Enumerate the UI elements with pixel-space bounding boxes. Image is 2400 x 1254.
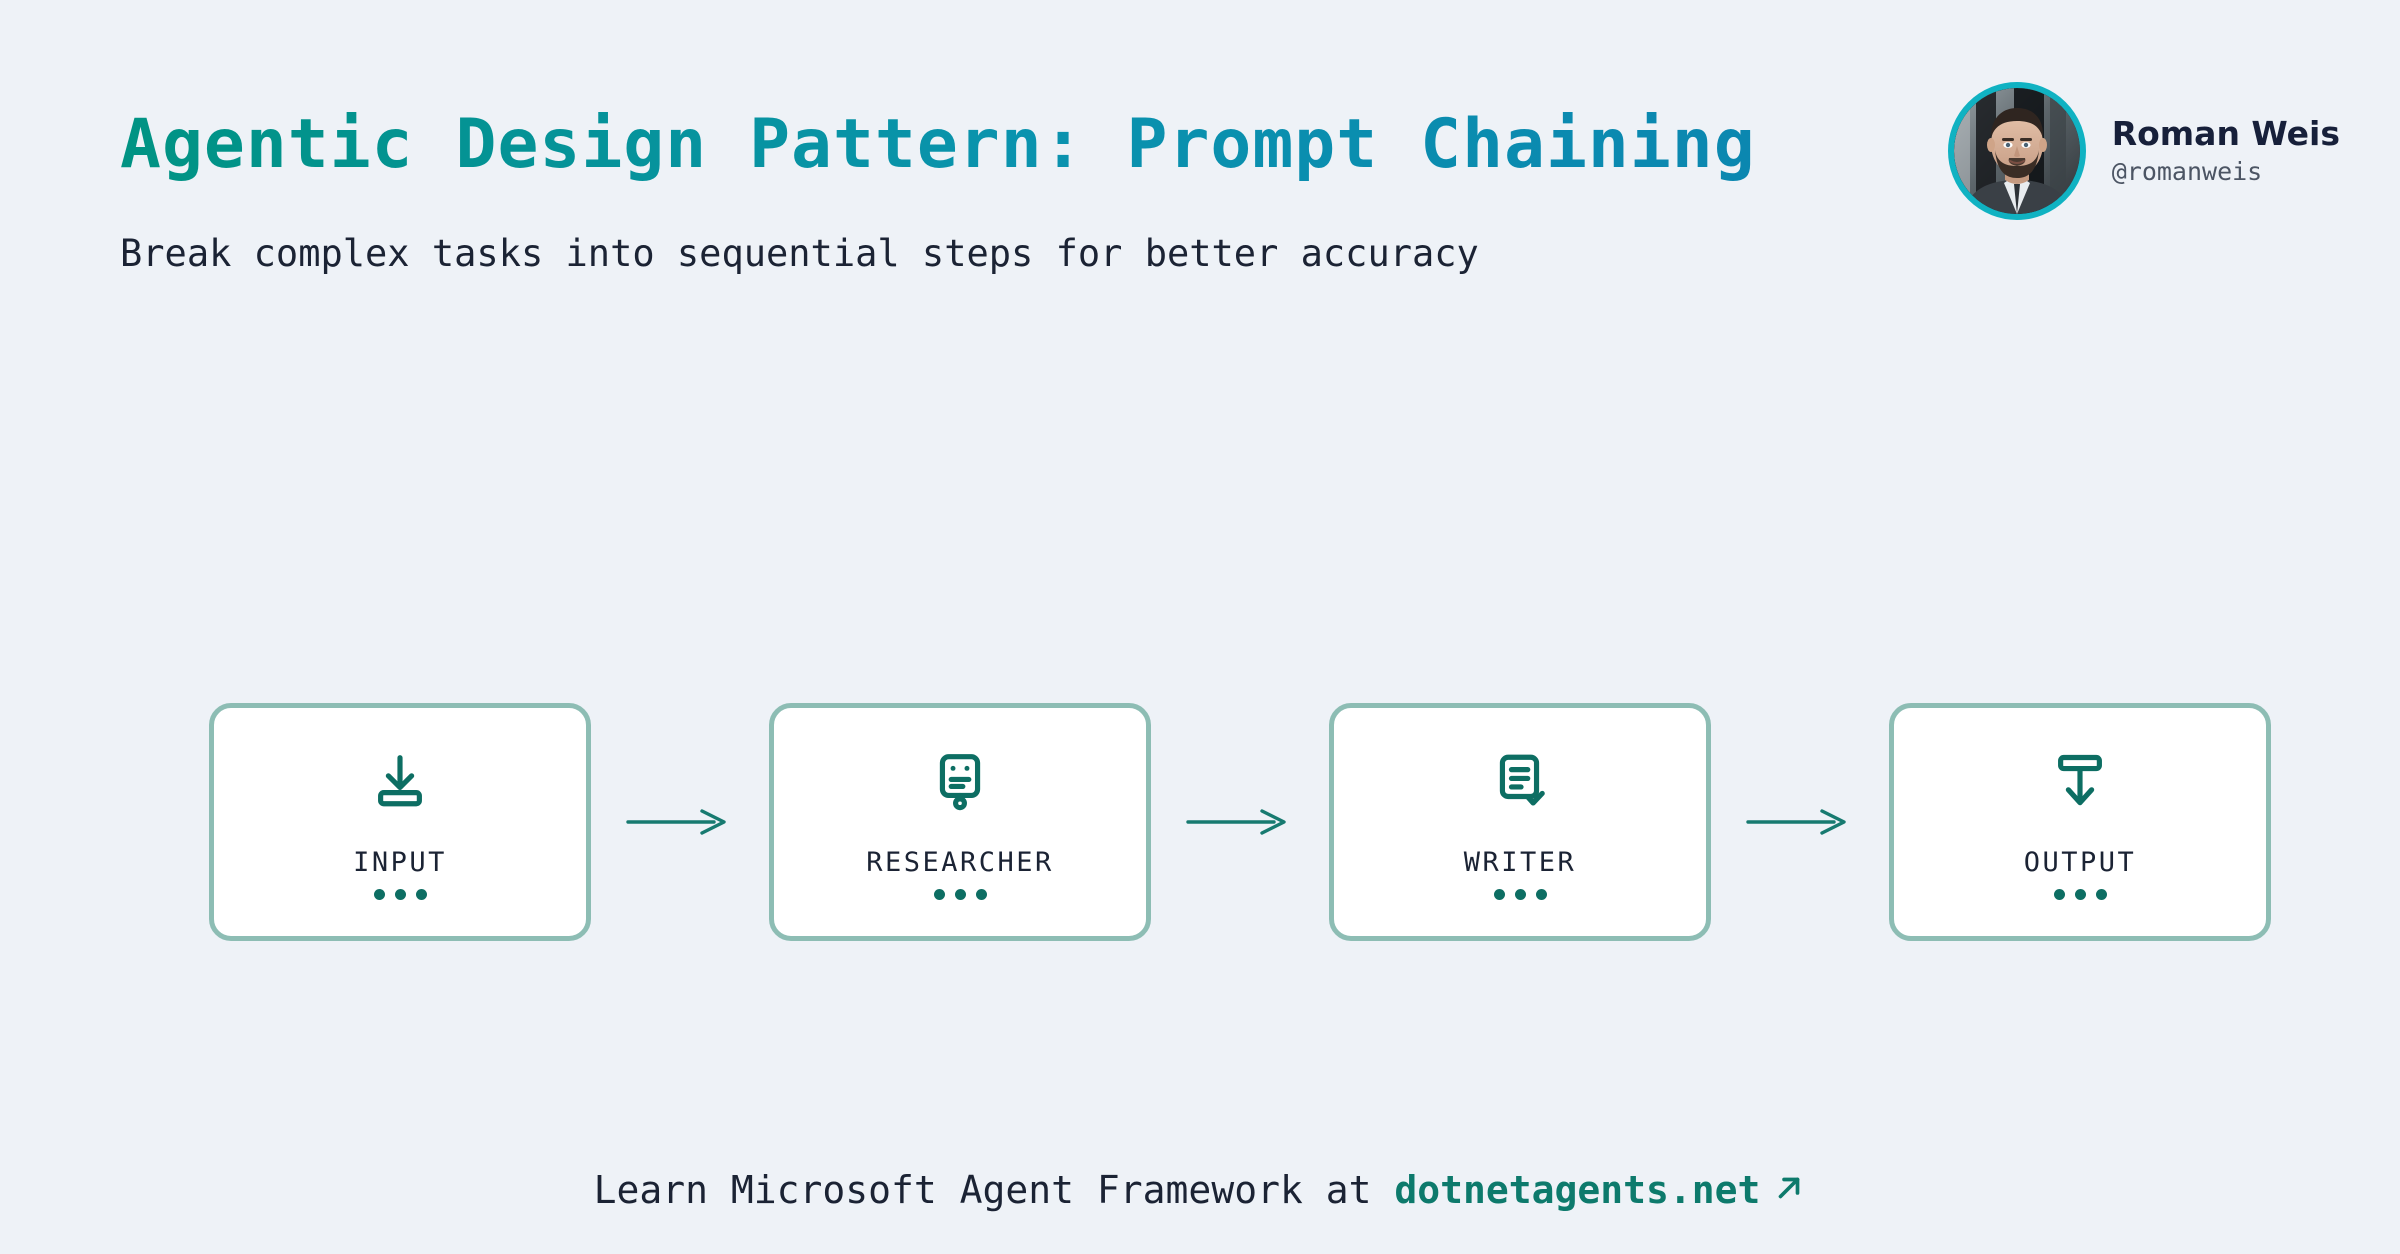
external-link-arrow-icon[interactable] xyxy=(1772,1170,1806,1214)
flow-node-researcher[interactable]: RESEARCHER xyxy=(769,703,1151,941)
document-check-icon xyxy=(1489,749,1551,813)
flow-node-output[interactable]: OUTPUT xyxy=(1889,703,2271,941)
flow-node-label: INPUT xyxy=(353,846,447,878)
pipeline-flow: INPUT RESEARCHER xyxy=(209,702,2271,942)
author-name: Roman Weis xyxy=(2111,114,2340,154)
dot xyxy=(373,888,385,900)
avatar-photo xyxy=(1953,88,2080,214)
slide-header: Agentic Design Pattern: Prompt Chaining … xyxy=(0,0,2400,300)
flow-node-label: WRITER xyxy=(1463,846,1577,878)
footer-link[interactable]: dotnetagents.net xyxy=(1394,1168,1761,1212)
flow-node-label: OUTPUT xyxy=(2023,846,2137,878)
flow-node-dots xyxy=(373,888,427,900)
flow-node-label: RESEARCHER xyxy=(866,846,1054,878)
dot xyxy=(975,888,987,900)
dot xyxy=(1514,888,1526,900)
import-arrow-into-tray-icon xyxy=(369,749,431,813)
flow-node-writer[interactable]: WRITER xyxy=(1329,703,1711,941)
dot xyxy=(394,888,406,900)
footer: Learn Microsoft Agent Framework at dotne… xyxy=(0,1168,2400,1214)
dot xyxy=(954,888,966,900)
dot xyxy=(2074,888,2086,900)
author-block: Roman Weis @romanweis xyxy=(1947,82,2340,220)
avatar xyxy=(1947,82,2086,220)
export-arrow-from-tray-icon xyxy=(2049,749,2111,813)
page-subtitle: Break complex tasks into sequential step… xyxy=(120,232,1479,275)
footer-lead-text: Learn Microsoft Agent Framework at xyxy=(593,1168,1395,1212)
author-handle: @romanweis xyxy=(2111,157,2263,187)
flow-node-dots xyxy=(2053,888,2107,900)
dot xyxy=(415,888,427,900)
dot xyxy=(933,888,945,900)
flow-connector-arrow xyxy=(1185,802,1295,842)
flow-node-dots xyxy=(933,888,987,900)
dot xyxy=(1493,888,1505,900)
dot xyxy=(2053,888,2065,900)
dot xyxy=(2095,888,2107,900)
robot-head-icon xyxy=(929,749,991,813)
dot xyxy=(1535,888,1547,900)
flow-connector-arrow xyxy=(1745,802,1855,842)
flow-node-dots xyxy=(1493,888,1547,900)
flow-node-input[interactable]: INPUT xyxy=(209,703,591,941)
page-title: Agentic Design Pattern: Prompt Chaining xyxy=(120,105,1756,184)
flow-connector-arrow xyxy=(625,802,735,842)
author-text: Roman Weis @romanweis xyxy=(2111,114,2340,187)
